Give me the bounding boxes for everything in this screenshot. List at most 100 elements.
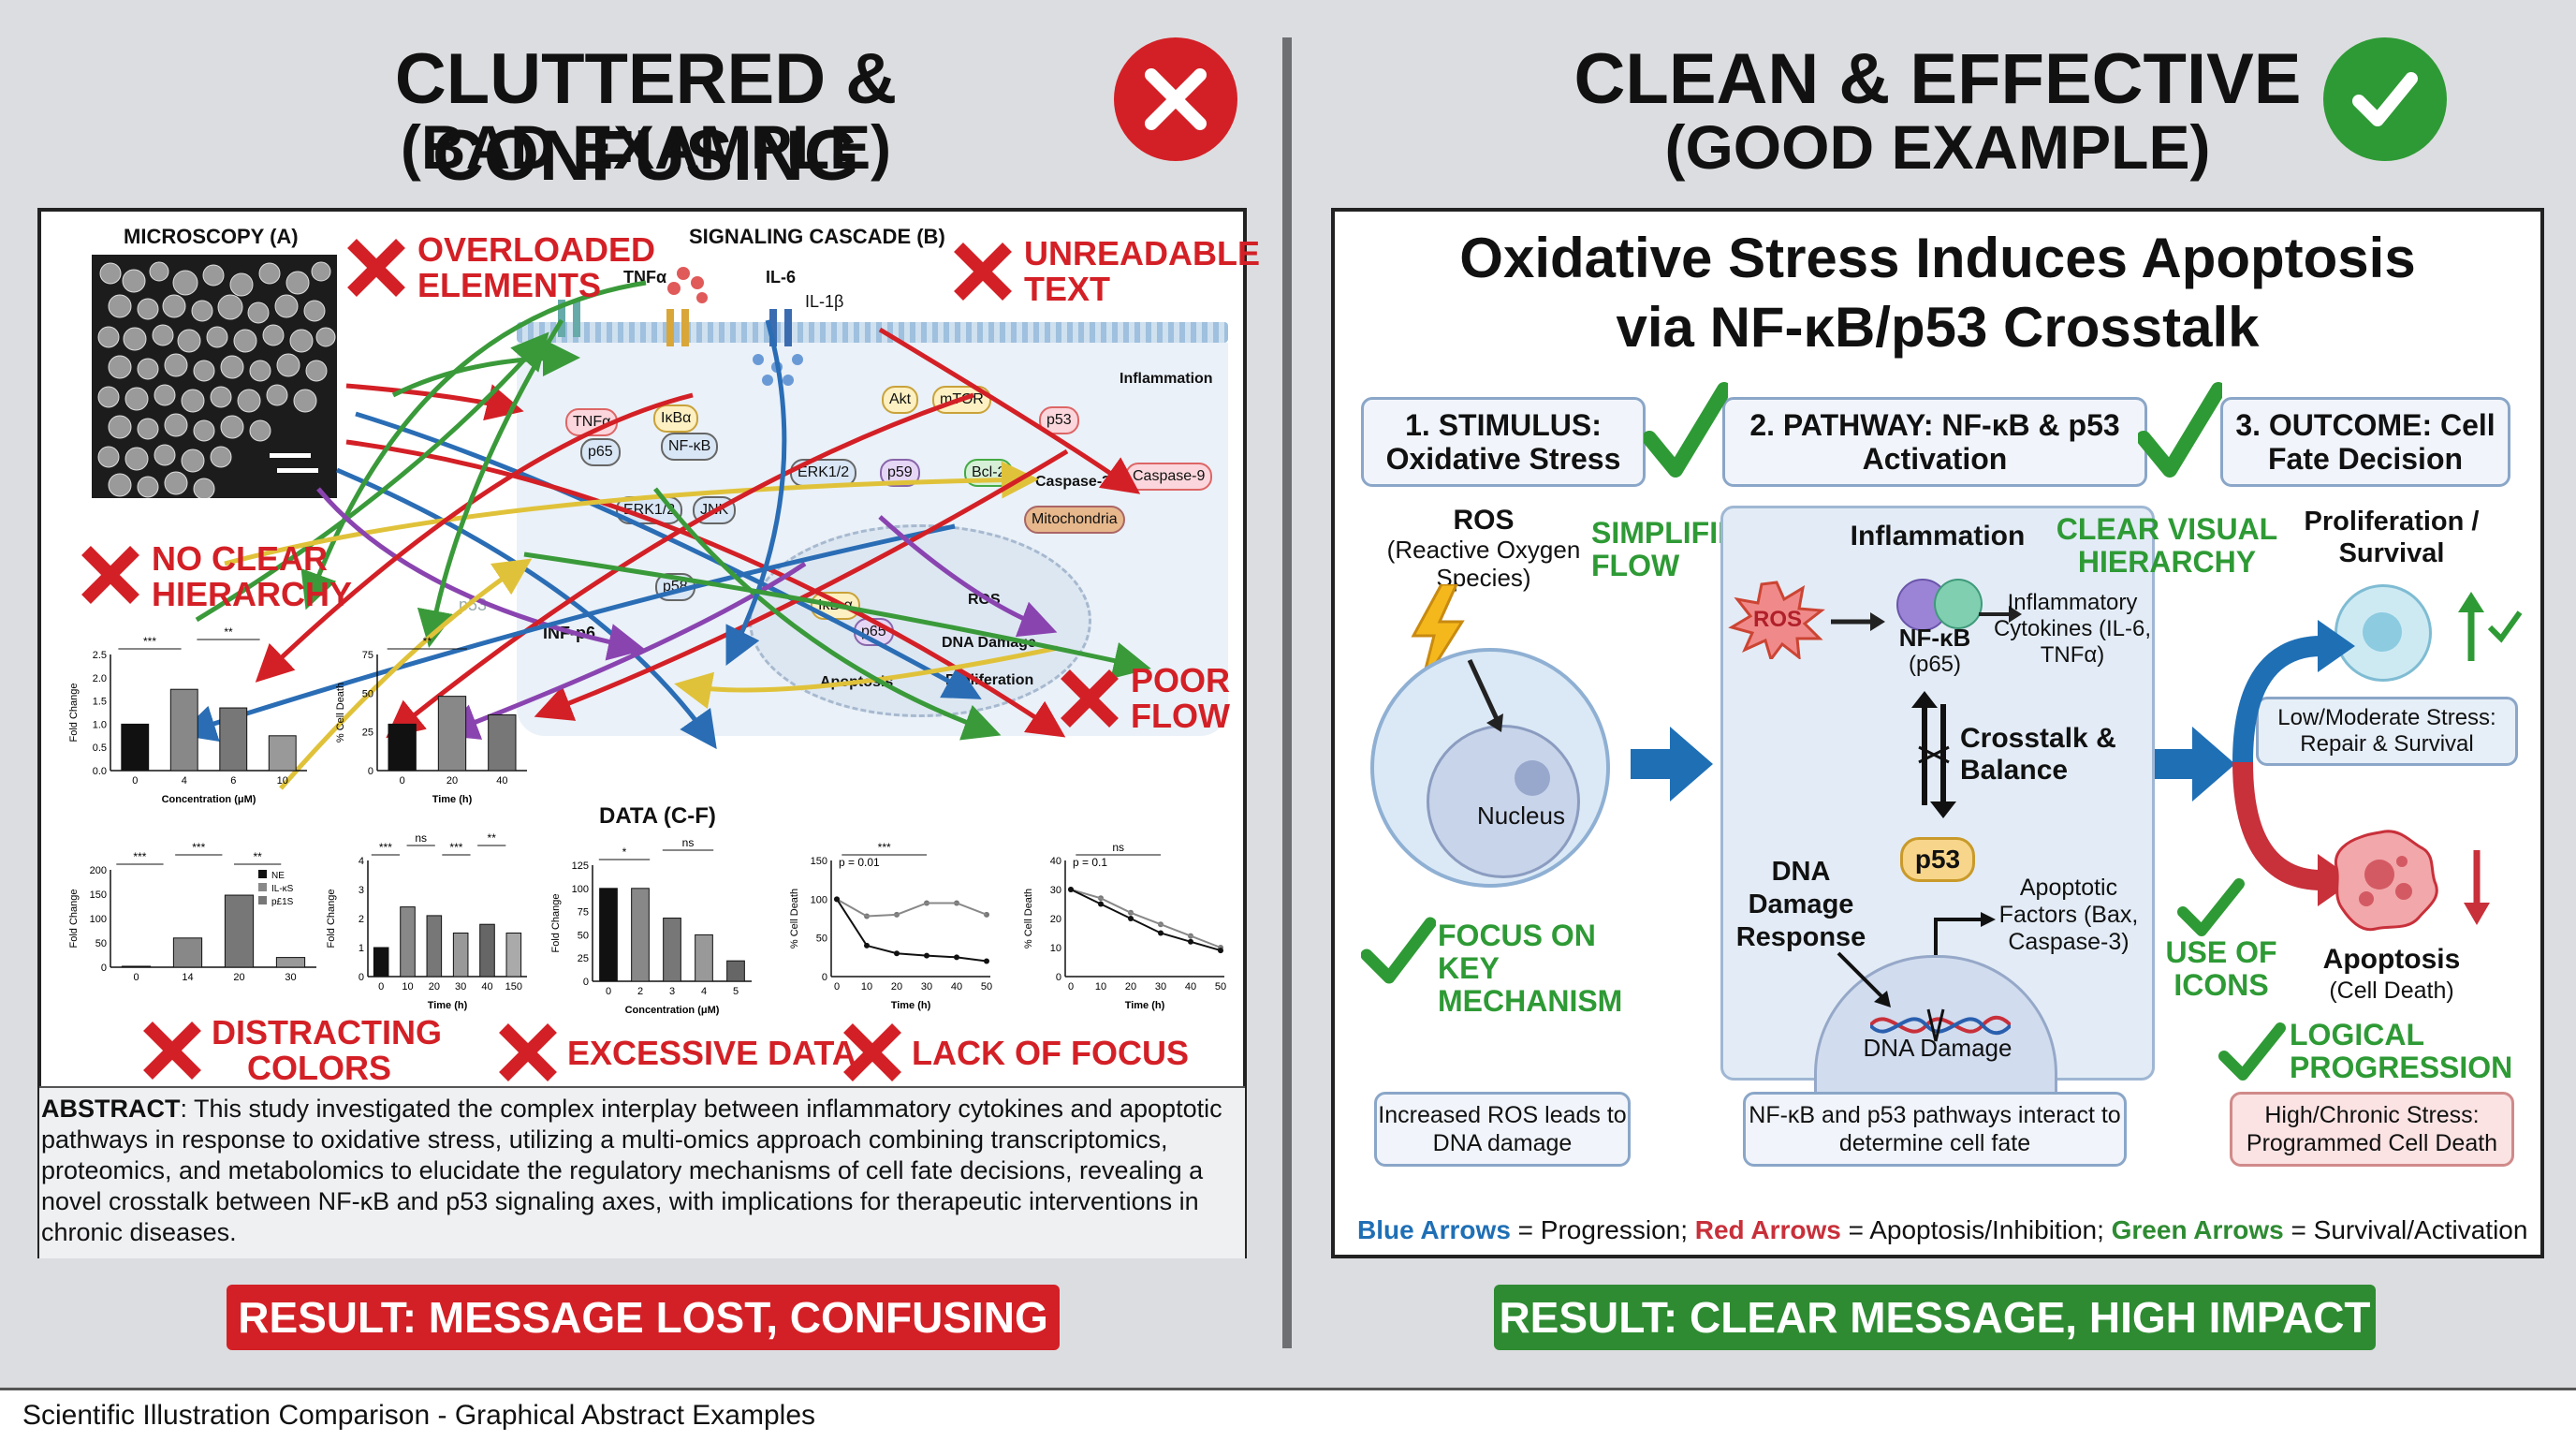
nfkb-sub-label: (p65)	[1908, 652, 1962, 677]
stage-stimulus: 1. STIMULUS: Oxidative Stress	[1361, 397, 1646, 487]
issue-x-icon-flow	[1058, 667, 1121, 735]
chart-x-tick: 0	[834, 981, 840, 993]
crosstalk-arrows	[1911, 691, 1956, 818]
p53-node: p53	[1039, 406, 1079, 434]
good-example-title: CLEAN & EFFECTIVE	[1573, 39, 2302, 119]
chart-legend-label: NE	[271, 871, 285, 881]
chart-legend-swatch	[258, 883, 267, 891]
chart-bar	[452, 933, 469, 978]
chart-annotation: p = 0.01	[839, 856, 880, 869]
issue-flow: POOR FLOW	[1131, 661, 1231, 735]
chart-sig-label: ***	[379, 841, 392, 854]
issue-x-icon-overloaded	[344, 236, 408, 304]
check-mark-icon	[2323, 37, 2447, 161]
chart-x-tick: 30	[1155, 981, 1166, 993]
chart-x-tick: 10	[861, 981, 872, 993]
chart-y-tick: 25	[362, 728, 373, 739]
chart-annotation: p = 0.1	[1073, 856, 1107, 869]
chart-x-tick: 14	[182, 972, 193, 983]
chart-y-tick: 50	[578, 930, 589, 941]
chart-sig-label: **	[423, 635, 432, 648]
chart-y-tick: 125	[572, 860, 589, 872]
chart-sig-label: ns	[415, 831, 427, 845]
apoptotic-cell-icon	[2334, 830, 2438, 932]
chart-y-tick: 0	[368, 766, 373, 777]
dna-response-label: DNA Damage Response	[1735, 857, 1866, 952]
abstract-label: ABSTRACT	[41, 1095, 181, 1123]
chart-sig-label: *	[622, 845, 627, 859]
ros-subtitle: (Reactive Oxygen Species)	[1386, 536, 1581, 592]
chart-series-line	[1070, 889, 1222, 952]
issue-x-icon-unreadable	[951, 240, 1015, 308]
chart-x-tick: 0	[400, 775, 405, 787]
bad-result-banner: RESULT: MESSAGE LOST, CONFUSING	[227, 1285, 1060, 1350]
lightning-icon	[1404, 582, 1470, 692]
apoptotic-factors-label: Apoptotic Factors (Bax, Caspase-3)	[1998, 875, 2139, 955]
abstract-box	[39, 1086, 1245, 1258]
chart-x-tick: 5	[733, 986, 739, 997]
chart-bar	[426, 915, 443, 978]
chart-x-tick: 10	[402, 981, 413, 993]
chart-x-tick: 50	[981, 981, 992, 993]
chart-y-tick: 20	[1050, 914, 1061, 925]
chart-x-tick: 0	[132, 775, 138, 787]
nfkb-to-cytokines-arrow	[1979, 606, 2022, 623]
legend-blue-text: = Progression;	[1510, 1215, 1695, 1244]
il1b-label: IL-1β	[805, 292, 844, 311]
chart-x-tick: 0	[1068, 981, 1074, 993]
chart-sig-label: **	[253, 850, 262, 863]
chart-y-tick: 50	[816, 934, 827, 945]
chart-y-tick: 30	[1050, 885, 1061, 896]
legend-green-text: = Survival/Activation	[2283, 1215, 2528, 1244]
chart-x-label: Time (h)	[432, 794, 473, 805]
chart-x-tick: 2	[637, 986, 643, 997]
dna-helix-icon	[1870, 1008, 2011, 1042]
chart-bar	[663, 918, 681, 982]
chart-x-tick: 6	[230, 775, 236, 787]
chart-x-tick: 20	[1125, 981, 1136, 993]
chart-legend-label: p£1S	[271, 897, 294, 907]
chart-series-line	[836, 898, 988, 963]
good-panel-title: Oxidative Stress Induces Apoptosis	[1459, 227, 2416, 289]
footer-bar: Scientific Illustration Comparison - Gra…	[0, 1388, 2576, 1441]
chart-bar	[169, 688, 198, 772]
stage-check-icon-2	[2136, 382, 2226, 490]
focus-check-icon	[1360, 914, 1437, 993]
chart-y-tick: 3	[359, 885, 364, 896]
logical-progression-label: LOGICAL PROGRESSION	[2290, 1018, 2513, 1085]
chart-bar	[172, 937, 203, 968]
chart-y-label: % Cell Death	[1023, 889, 1034, 948]
chart-x-tick: 20	[446, 775, 458, 787]
cytokines-label: Inflammatory Cytokines (IL-6, TNFα)	[1993, 590, 2152, 668]
chart-y-tick: 100	[572, 884, 589, 895]
chart-x-tick: 0	[133, 972, 139, 983]
survival-check-icon	[2487, 610, 2523, 643]
chart-x-tick: 4	[182, 775, 187, 787]
inflammation-title: Inflammation	[1850, 521, 2026, 551]
issue-colors: DISTRACTING COLORS	[212, 1013, 442, 1087]
x-mark-icon	[1114, 37, 1237, 161]
abstract-body: : This study investigated the complex in…	[41, 1095, 1222, 1246]
chart-y-tick: 0	[822, 972, 827, 983]
chart-x-label: Time (h)	[891, 1000, 931, 1011]
chart-y-tick: 1.0	[93, 719, 107, 730]
chart-bar	[268, 735, 297, 772]
footer-caption: Scientific Illustration Comparison - Gra…	[22, 1400, 816, 1431]
down-arrow-icon	[2464, 850, 2490, 925]
chart-x-tick: 4	[701, 986, 707, 997]
chart-x-tick: 40	[481, 981, 492, 993]
chart-bar	[479, 923, 495, 978]
abstract-text: ABSTRACT: This study investigated the co…	[41, 1094, 1239, 1248]
chart-x-tick: 40	[1185, 981, 1196, 993]
good-result-banner: RESULT: CLEAR MESSAGE, HIGH IMPACT	[1494, 1285, 2376, 1350]
chart-sig-label: ***	[133, 850, 146, 863]
issue-x-icon-colors	[140, 1019, 204, 1087]
chart-y-tick: 0	[359, 972, 364, 983]
chart-y-tick: 75	[362, 650, 373, 661]
chart-y-tick: 100	[90, 914, 107, 925]
healthy-cell-nucleus-icon	[2363, 612, 2402, 652]
chart-point	[984, 958, 989, 964]
chart-bar	[121, 965, 152, 968]
